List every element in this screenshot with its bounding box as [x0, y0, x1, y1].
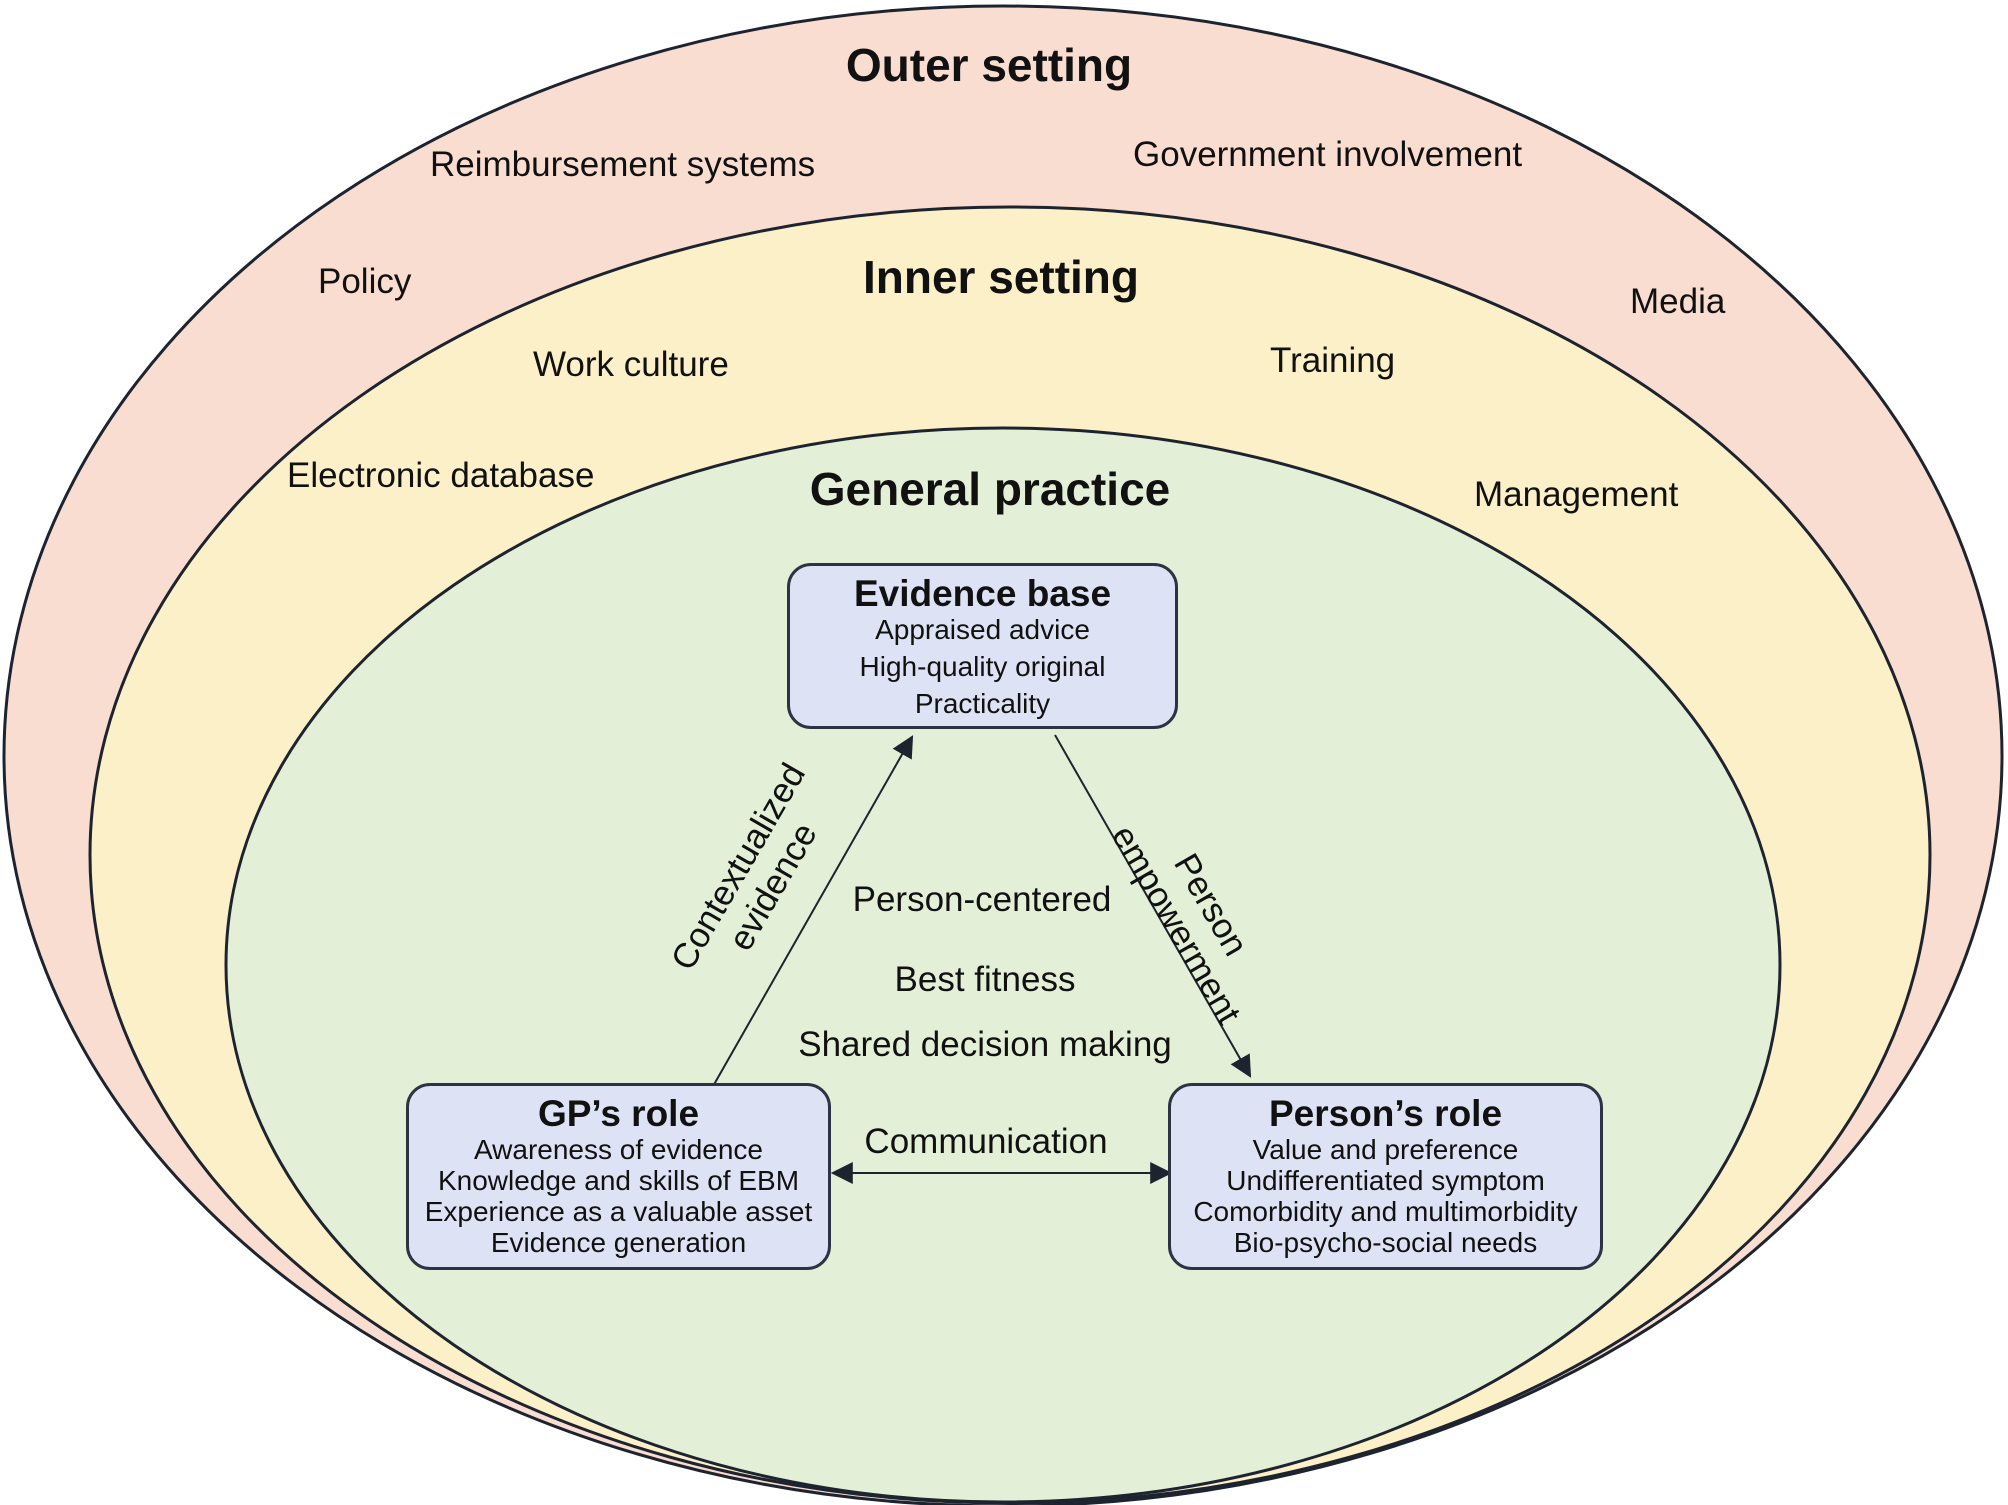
evidence-base-box: Evidence base Appraised advice High-qual… [787, 563, 1178, 729]
inner-item-training: Training [1270, 341, 1396, 380]
label-communication: Communication [864, 1122, 1108, 1161]
arrow-gp-to-evidence [711, 735, 914, 1089]
evidence-base-line-1: Appraised advice [875, 614, 1090, 645]
person-role-line-3: Comorbidity and multimorbidity [1193, 1196, 1578, 1227]
center-text-person-centered: Person-centered [852, 880, 1112, 919]
outer-item-media: Media [1630, 282, 1726, 321]
outer-item-government: Government involvement [1133, 135, 1523, 174]
gp-role-line-4: Evidence generation [490, 1227, 747, 1258]
gp-role-box: GP’s role Awareness of evidence Knowledg… [406, 1083, 831, 1270]
inner-item-electronic-database: Electronic database [287, 456, 595, 495]
evidence-base-line-3: Practicality [914, 688, 1051, 719]
general-practice-title: General practice [809, 463, 1171, 515]
inner-setting-title: Inner setting [862, 251, 1140, 303]
gp-role-line-1: Awareness of evidence [474, 1134, 763, 1165]
center-text-best-fitness: Best fitness [894, 960, 1076, 999]
center-text-shared-decision: Shared decision making [798, 1025, 1172, 1064]
person-role-line-4: Bio-psycho-social needs [1233, 1227, 1538, 1258]
gp-role-title: GP’s role [537, 1093, 700, 1134]
outer-item-policy: Policy [318, 262, 412, 301]
arrow-evidence-to-person [1054, 734, 1252, 1078]
inner-item-management: Management [1474, 475, 1679, 514]
inner-item-work-culture: Work culture [533, 345, 729, 384]
evidence-base-line-2: High-quality original [859, 651, 1106, 682]
person-role-title: Person’s role [1268, 1093, 1503, 1134]
person-role-line-1: Value and preference [1252, 1134, 1519, 1165]
evidence-base-title: Evidence base [853, 573, 1112, 614]
outer-setting-title: Outer setting [845, 39, 1133, 91]
person-role-box: Person’s role Value and preference Undif… [1168, 1083, 1603, 1270]
person-role-line-2: Undifferentiated symptom [1226, 1165, 1545, 1196]
gp-role-line-2: Knowledge and skills of EBM [437, 1165, 800, 1196]
gp-role-line-3: Experience as a valuable asset [424, 1196, 813, 1227]
outer-item-reimbursement: Reimbursement systems [430, 145, 816, 184]
